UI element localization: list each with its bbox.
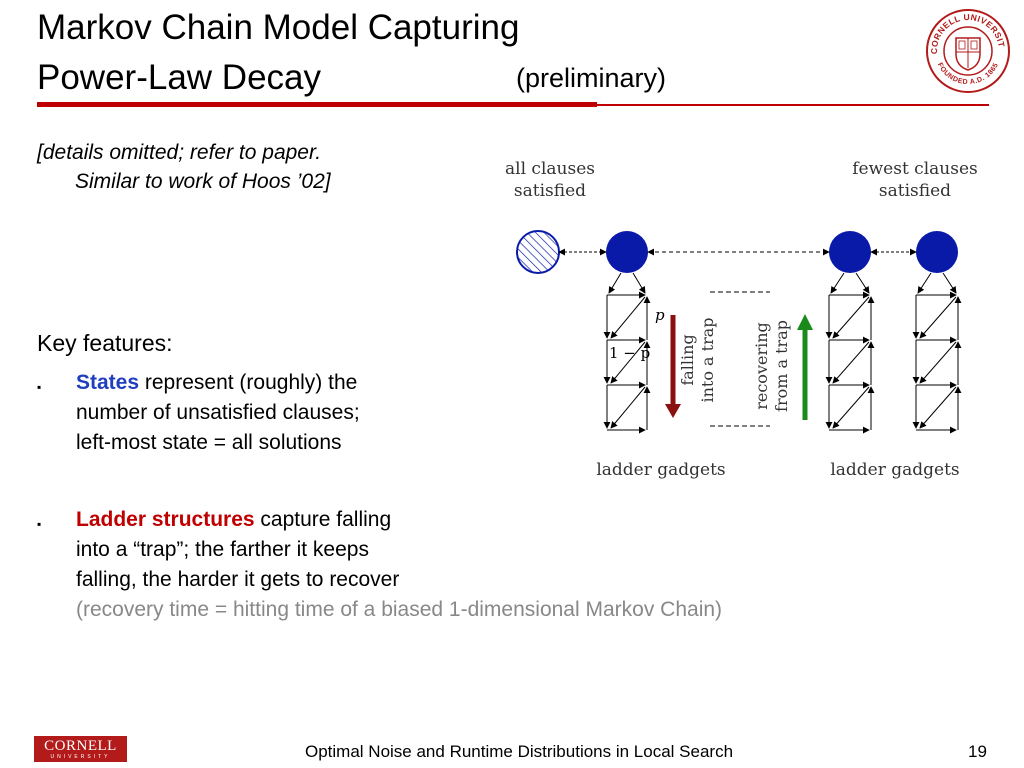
- ladder-1-entry-right: [855, 272, 870, 294]
- cornell-wordmark-logo: CORNELL UNIVERSITY: [34, 736, 127, 762]
- label-all-clauses: all clauses: [505, 159, 595, 179]
- details-note-line-2: Similar to work of Hoos ’02]: [75, 170, 331, 193]
- seal-text-top: CORNELL UNIVERSITY: [925, 8, 1006, 54]
- label-falling: falling: [678, 334, 697, 385]
- ladder-1-diag-1: [832, 341, 870, 384]
- logo-sub: UNIVERSITY: [50, 754, 111, 760]
- footer-title: Optimal Noise and Runtime Distributions …: [305, 742, 734, 761]
- label-fewest-clauses: fewest clauses: [852, 159, 977, 179]
- bullet-states: States represent (roughly) the number of…: [76, 368, 360, 458]
- seal-shield-icon: [955, 37, 981, 71]
- slide-title-line-1: Markov Chain Model Capturing: [37, 8, 520, 47]
- state-node-2: [829, 231, 871, 273]
- ladder-1-entry-left: [830, 272, 845, 294]
- title-underline: [37, 102, 597, 107]
- label-into-a-trap: into a trap: [698, 317, 717, 402]
- label-ladder-gadgets-left: ladder gadgets: [596, 460, 725, 480]
- ladder-line-2: into a “trap”; the farther it keeps: [76, 538, 369, 561]
- ladder-1-diag-0: [832, 296, 870, 339]
- bullet-square-icon: ▪: [37, 380, 42, 394]
- states-line-1: represent (roughly) the: [139, 371, 358, 394]
- slide-title-suffix: (preliminary): [516, 63, 667, 93]
- logo-name: CORNELL: [44, 738, 117, 754]
- bullet-square-icon: ▪: [37, 517, 42, 531]
- ladder-2-entry-right: [942, 272, 957, 294]
- falling-arrowhead-icon: [665, 404, 681, 418]
- prob-one-minus-p: 1 − p: [609, 344, 650, 362]
- states-line-2: number of unsatisfied clauses;: [76, 401, 360, 424]
- ladder-0-entry-right: [632, 272, 646, 294]
- page-number: 19: [968, 742, 987, 761]
- state-node-1: [606, 231, 648, 273]
- details-note: [details omitted; refer to paper. Simila…: [37, 138, 331, 196]
- bullet-ladder: Ladder structures capture falling into a…: [76, 505, 722, 625]
- ladder-0-diag-0: [610, 296, 646, 339]
- key-features-heading: Key features:: [37, 330, 173, 356]
- ladder-0-diag-2: [610, 386, 646, 429]
- ladder-2-diag-1: [919, 341, 957, 384]
- slide-title-line-2: Power-Law Decay: [37, 58, 321, 97]
- ladder-2-entry-left: [917, 272, 932, 294]
- state-node-3: [916, 231, 958, 273]
- details-note-line-1: [details omitted; refer to paper.: [37, 141, 322, 164]
- label-satisfied-left: satisfied: [514, 181, 586, 201]
- title-underline-thin: [597, 104, 989, 106]
- label-recovering: recovering: [752, 322, 771, 410]
- ladder-1-diag-2: [832, 386, 870, 429]
- ladder-0-entry-left: [608, 272, 622, 294]
- ladder-0-diag-1: [610, 341, 646, 384]
- cornell-seal-logo: CORNELL UNIVERSITY FOUNDED A.D. 1865: [925, 8, 1010, 93]
- ladder-term: Ladder structures: [76, 508, 255, 531]
- ladder-line-3: falling, the harder it gets to recover: [76, 568, 400, 591]
- ladder-line-4: (recovery time = hitting time of a biase…: [76, 598, 723, 621]
- states-line-3: left-most state = all solutions: [76, 431, 342, 454]
- ladder-gadgets: [603, 272, 962, 434]
- ladder-line-1: capture falling: [254, 508, 392, 531]
- recovering-arrowhead-icon: [797, 314, 813, 330]
- states-term: States: [76, 371, 140, 394]
- ladder-2-diag-2: [919, 386, 957, 429]
- state-node-solution: [516, 230, 560, 274]
- label-from-a-trap: from a trap: [772, 320, 791, 412]
- label-satisfied-right: satisfied: [879, 181, 951, 201]
- svg-text:CORNELL UNIVERSITY: CORNELL UNIVERSITY: [925, 8, 1007, 54]
- ladder-2-diag-0: [919, 296, 957, 339]
- label-ladder-gadgets-right: ladder gadgets: [830, 460, 959, 480]
- prob-p: p: [655, 306, 665, 324]
- markov-chain-diagram: all clauses satisfied fewest clauses sat…: [505, 159, 978, 480]
